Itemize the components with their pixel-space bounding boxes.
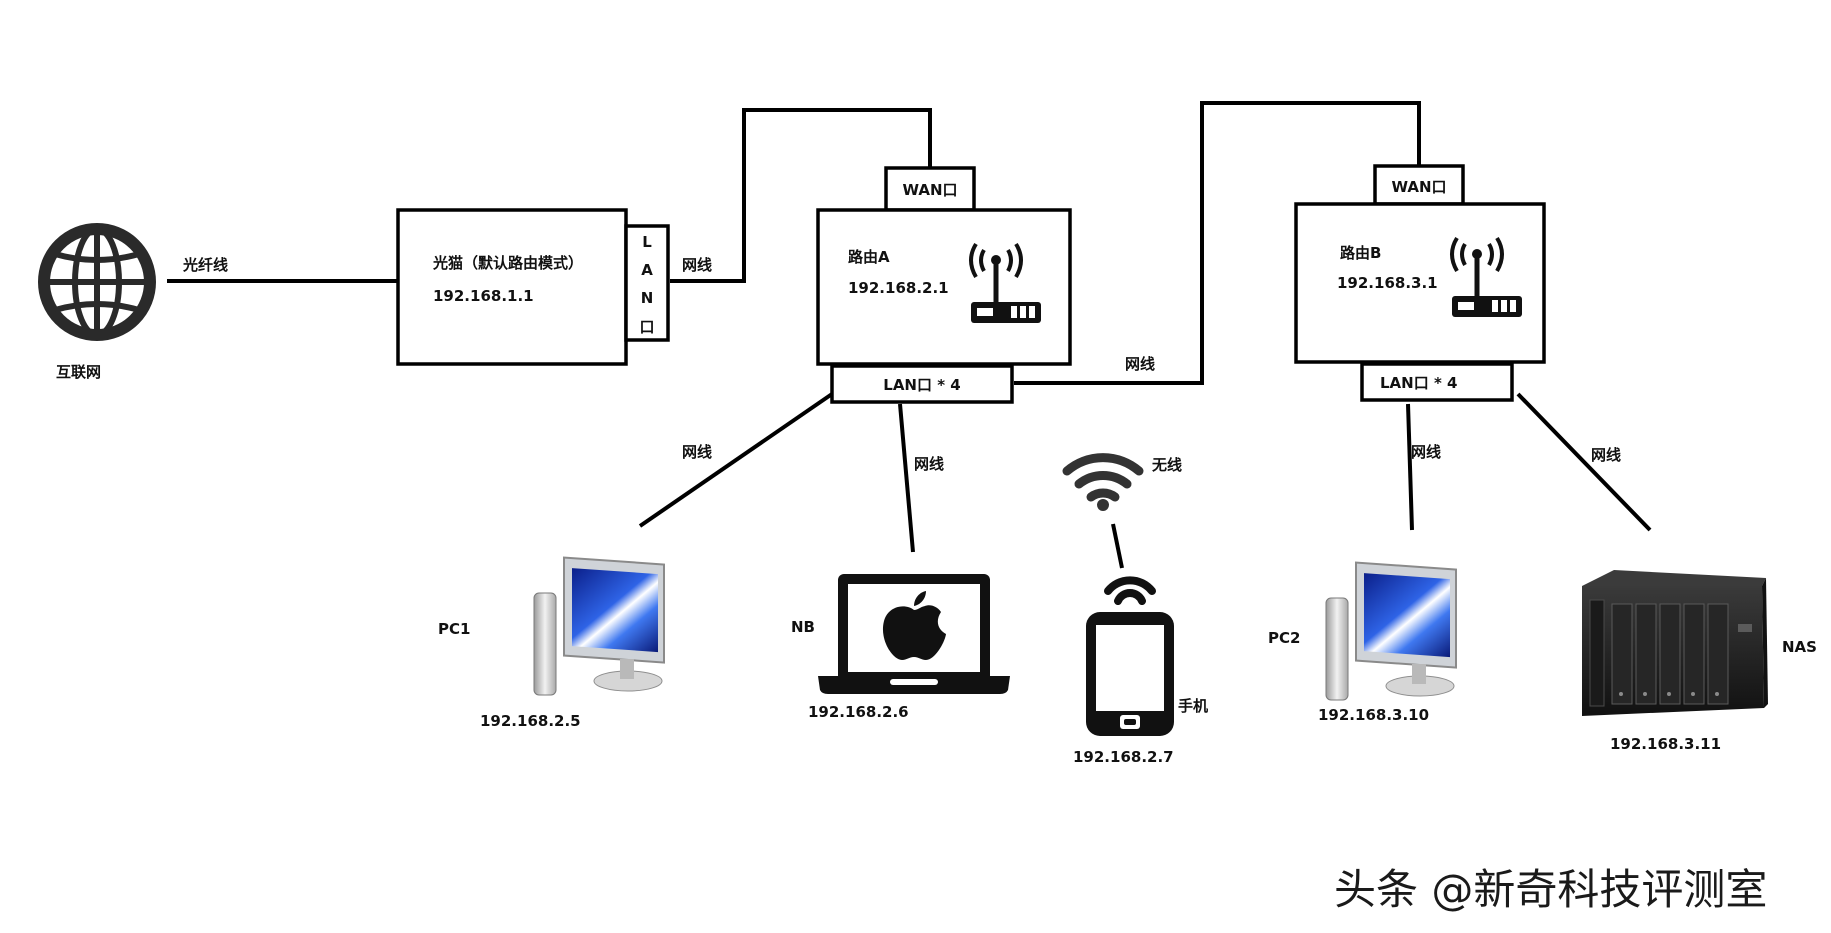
nb-name: NB <box>791 618 815 636</box>
pc2-ip: 192.168.3.10 <box>1318 706 1429 724</box>
router-b-wan-port <box>1373 164 1465 206</box>
wireless-link-line <box>1111 523 1124 569</box>
modem-title: 光猫（默认路由模式） <box>432 254 583 272</box>
pc1-cable-label: 网线 <box>682 443 712 461</box>
pc1-cable <box>638 392 834 528</box>
router-a-title: 路由A <box>848 248 890 266</box>
wireless-label: 无线 <box>1151 456 1182 474</box>
wifi-icon <box>1062 453 1144 511</box>
nas-cable <box>1516 392 1652 532</box>
laptop-icon <box>818 574 1010 694</box>
pc1-ip: 192.168.2.5 <box>480 712 581 730</box>
nas-name: NAS <box>1782 638 1817 656</box>
pc2-cable <box>1406 403 1414 531</box>
router-a-wan-label: WAN口 <box>902 181 957 199</box>
router-b-ip: 192.168.3.1 <box>1337 274 1438 292</box>
router-b-box <box>1294 202 1546 364</box>
modem-lan-char-1: L <box>642 233 652 251</box>
globe-icon <box>38 223 156 341</box>
nas-icon <box>1582 570 1768 716</box>
modem-to-router-a-cable <box>670 108 932 283</box>
phone-icon <box>1086 576 1174 736</box>
router-a-box <box>816 208 1072 366</box>
modem-lan-char-3: N <box>641 289 654 307</box>
pc2-cable-label: 网线 <box>1411 443 1441 461</box>
router-b-lan-port <box>1360 362 1514 402</box>
nb-cable-label: 网线 <box>914 455 944 473</box>
pc-icon <box>533 556 665 696</box>
nb-cable <box>898 403 915 553</box>
internet-label: 互联网 <box>56 363 101 381</box>
router-a-to-b-cable-label: 网线 <box>1125 355 1155 373</box>
pc1-name: PC1 <box>438 620 470 638</box>
pc2-name: PC2 <box>1268 629 1300 647</box>
modem-lan-port <box>624 224 670 342</box>
nb-ip: 192.168.2.6 <box>808 703 909 721</box>
router-a-to-router-b-cable <box>1014 101 1421 385</box>
modem-lan-char-2: A <box>641 261 653 279</box>
router-icon <box>1450 236 1522 317</box>
nas-ip: 192.168.3.11 <box>1610 735 1721 753</box>
phone-ip: 192.168.2.7 <box>1073 748 1174 766</box>
modem-cable-label: 网线 <box>682 256 712 274</box>
pc-icon <box>1325 561 1457 701</box>
fiber-line-label: 光纤线 <box>182 256 228 274</box>
router-a-ip: 192.168.2.1 <box>848 279 949 297</box>
modem-ip: 192.168.1.1 <box>433 287 534 305</box>
modem-lan-char-4: 口 <box>639 318 654 336</box>
phone-name: 手机 <box>1178 697 1208 715</box>
router-a-lan-label: LAN口 * 4 <box>883 376 960 394</box>
nas-cable-label: 网线 <box>1591 446 1621 464</box>
router-a-lan-port <box>830 364 1014 404</box>
router-b-title: 路由B <box>1340 244 1381 262</box>
router-b-lan-label: LAN口 * 4 <box>1380 374 1457 392</box>
watermark: 头条 @新奇科技评测室 <box>1334 865 1767 914</box>
router-b-wan-label: WAN口 <box>1391 178 1446 196</box>
apple-logo-icon <box>882 591 946 660</box>
router-icon <box>969 242 1041 323</box>
